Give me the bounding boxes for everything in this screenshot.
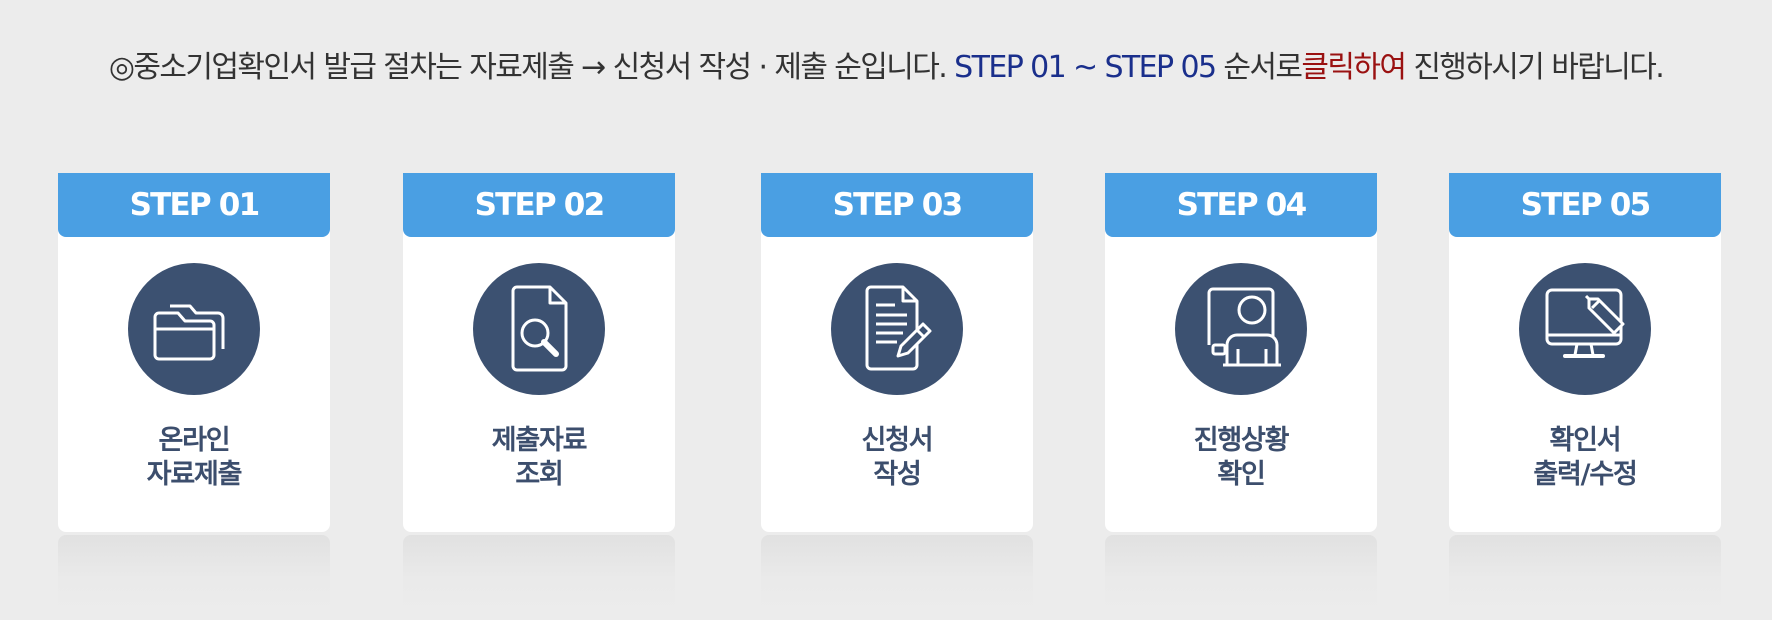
step-02-card[interactable]: STEP 02 제출자료 조회 — [403, 173, 675, 532]
step-02-label-line1: 제출자료 — [491, 425, 588, 456]
monitor-edit-icon — [1519, 263, 1651, 395]
document-search-icon — [473, 263, 605, 395]
step-01-card[interactable]: STEP 01 온라인 자료제출 — [58, 173, 330, 532]
instruction-text-2: 순서로 — [1223, 50, 1303, 85]
step-01-title: STEP 01 — [58, 173, 330, 237]
step-04-reflection — [1105, 535, 1377, 615]
step-05-label: 확인서 출력/수정 — [1449, 424, 1721, 492]
step-03-label-line1: 신청서 — [861, 425, 934, 456]
step-04-label-line1: 진행상황 — [1193, 425, 1290, 456]
step-04-title: STEP 04 — [1105, 173, 1377, 237]
step-02-label: 제출자료 조회 — [403, 424, 675, 492]
step-05-label-line1: 확인서 — [1549, 425, 1622, 456]
step-02-label-line2: 조회 — [515, 459, 563, 490]
step-03-title: STEP 03 — [761, 173, 1033, 237]
folders-icon — [128, 263, 260, 395]
step-04-label: 진행상황 확인 — [1105, 424, 1377, 492]
instruction-emphasis: 클릭하여 — [1301, 50, 1407, 85]
step-01-reflection — [58, 535, 330, 615]
step-05-reflection — [1449, 535, 1721, 615]
step-05-title: STEP 05 — [1449, 173, 1721, 237]
instruction-steps-range: STEP 01 ~ STEP 05 — [954, 50, 1217, 85]
step-03-label: 신청서 작성 — [761, 424, 1033, 492]
document-edit-icon — [831, 263, 963, 395]
step-03-reflection — [761, 535, 1033, 615]
step-01-label-line1: 온라인 — [158, 425, 231, 456]
step-05-label-line2: 출력/수정 — [1533, 459, 1637, 490]
step-03-label-line2: 작성 — [873, 459, 921, 490]
step-04-card[interactable]: STEP 04 진행상황 확인 — [1105, 173, 1377, 532]
step-02-reflection — [403, 535, 675, 615]
user-monitor-icon — [1175, 263, 1307, 395]
instruction-text-1: ◎중소기업확인서 발급 절차는 자료제출 → 신청서 작성 · 제출 순입니다. — [108, 50, 948, 85]
instruction-text-3: 진행하시기 바랍니다. — [1413, 50, 1664, 85]
step-05-card[interactable]: STEP 05 확인서 출력/수정 — [1449, 173, 1721, 532]
procedure-instruction: ◎중소기업확인서 발급 절차는 자료제출 → 신청서 작성 · 제출 순입니다.… — [0, 42, 1772, 86]
step-01-label-line2: 자료제출 — [146, 459, 243, 490]
step-03-card[interactable]: STEP 03 신청서 작성 — [761, 173, 1033, 532]
step-01-label: 온라인 자료제출 — [58, 424, 330, 492]
step-04-label-line2: 확인 — [1217, 459, 1265, 490]
step-02-title: STEP 02 — [403, 173, 675, 237]
